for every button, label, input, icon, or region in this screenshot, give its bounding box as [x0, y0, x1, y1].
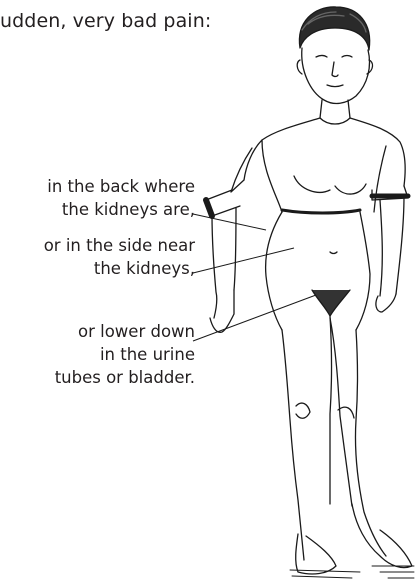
leader-line-back: [193, 214, 266, 230]
leader-line-lower: [193, 295, 316, 341]
leader-line-side: [193, 248, 294, 273]
